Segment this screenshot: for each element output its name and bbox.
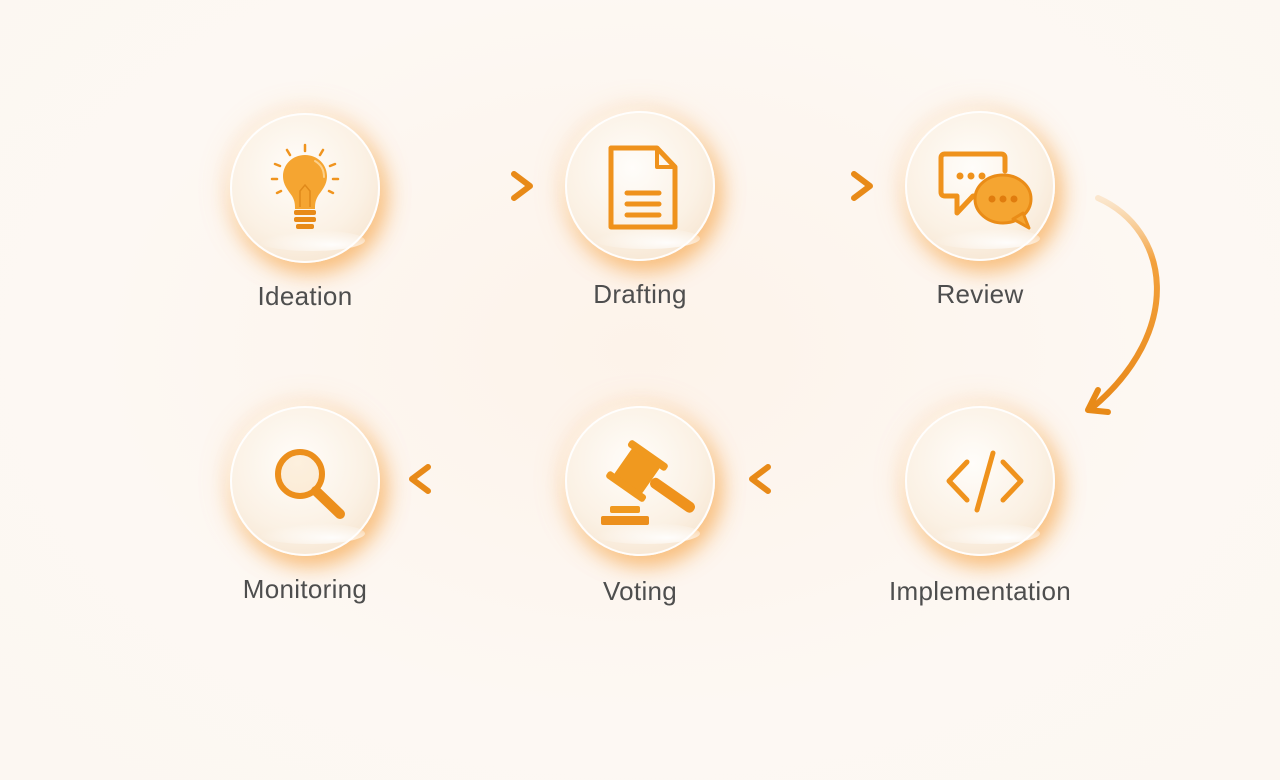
- arrow-drafting-to-review: [747, 171, 873, 201]
- arrow-review-to-implementation: [1085, 195, 1160, 415]
- chat-bubbles-icon: [938, 151, 1033, 230]
- lightbulb-icon: [270, 143, 340, 229]
- step-review: Review: [905, 111, 1055, 309]
- arrow-voting-to-monitoring: [409, 464, 533, 494]
- step-label: Review: [936, 279, 1024, 309]
- magnifier-icon: [275, 449, 345, 519]
- step-label: Monitoring: [242, 574, 368, 604]
- gavel-icon: [601, 440, 695, 525]
- step-circle: [905, 406, 1055, 556]
- step-label: Drafting: [593, 279, 687, 309]
- step-drafting: Drafting: [565, 111, 715, 309]
- step-circle: [230, 406, 380, 556]
- step-circle: [565, 111, 715, 261]
- step-implementation: Implementation: [889, 406, 1071, 606]
- code-icon: [946, 450, 1024, 513]
- step-ideation: Ideation: [230, 113, 380, 311]
- step-voting: Voting: [565, 406, 715, 606]
- step-label: Voting: [602, 576, 678, 606]
- arrow-implementation-to-voting: [749, 464, 873, 494]
- step-monitoring: Monitoring: [230, 406, 380, 604]
- document-icon: [608, 145, 678, 230]
- arrow-ideation-to-drafting: [407, 171, 533, 201]
- step-label: Implementation: [889, 576, 1071, 606]
- step-label: Ideation: [257, 281, 353, 311]
